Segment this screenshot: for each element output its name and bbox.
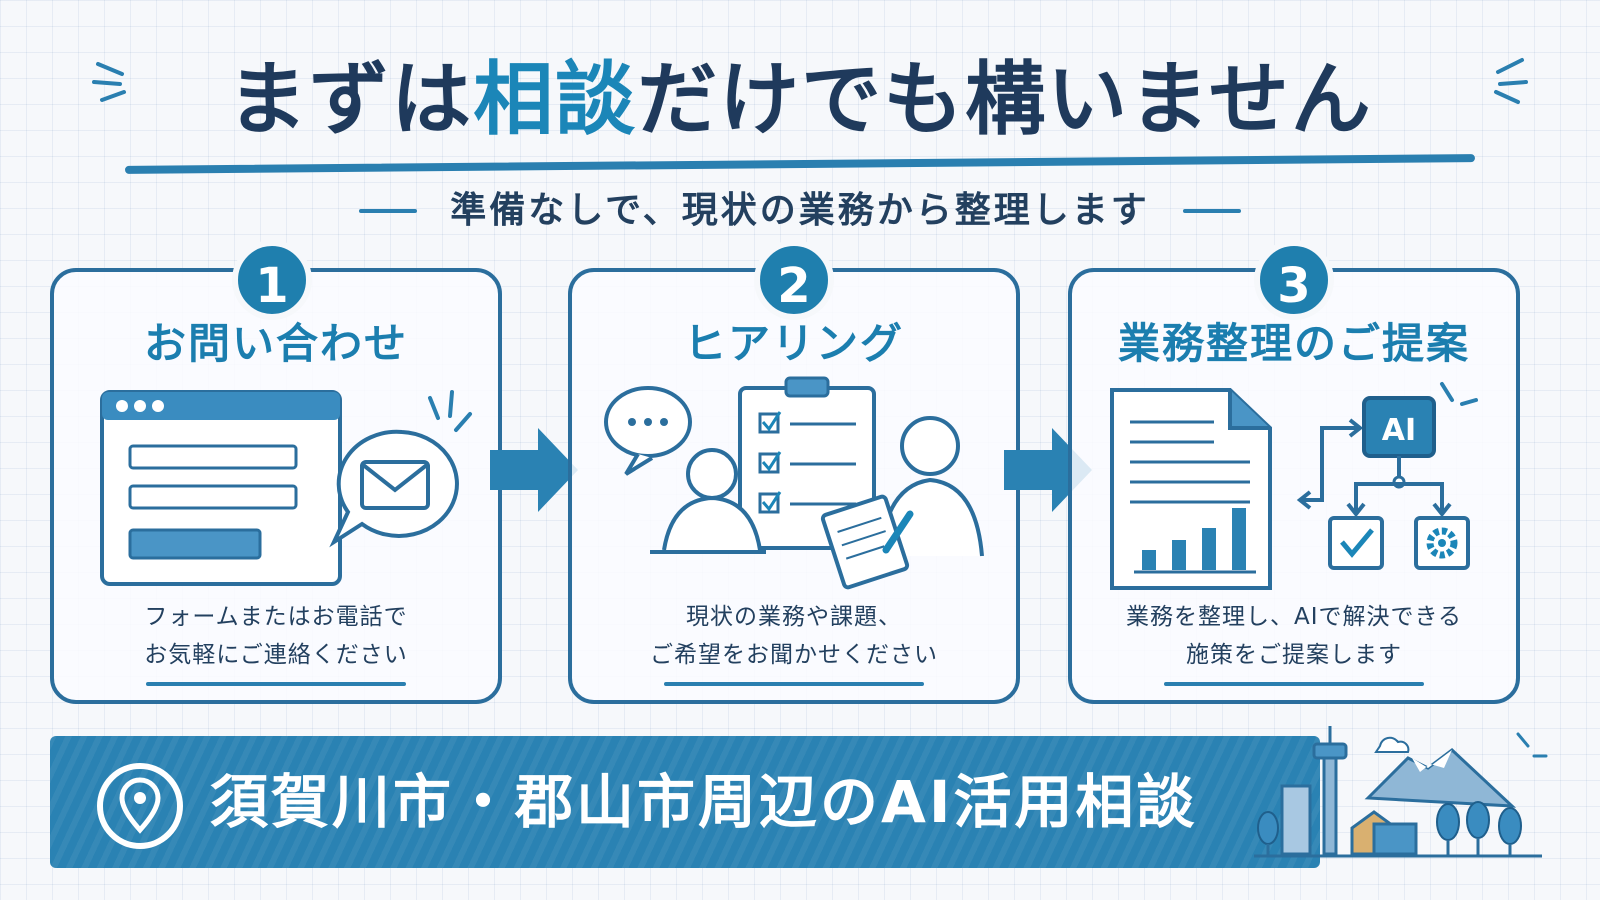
proposal-illustration: AI	[1110, 382, 1478, 590]
map-pin-icon	[97, 763, 183, 849]
step-underline-3	[1164, 682, 1424, 686]
title-part1: まずは	[227, 53, 474, 146]
step-number-2: 2	[754, 240, 834, 320]
step-card-2: ヒアリング 現状の業務や課題、 ご希望をお聞かせください	[568, 268, 1020, 704]
step-underline-2	[664, 682, 924, 686]
region-banner: 須賀川市・郡山市周辺のAI活用相談	[50, 736, 1320, 868]
page-title: まずは相談だけでも構いません	[0, 40, 1600, 160]
subtitle-dash-right	[1182, 208, 1241, 213]
step-title-1: お問い合わせ	[143, 319, 408, 368]
step-desc-3-line2: 施策をご提案します	[1186, 642, 1402, 668]
step-title-3: 業務整理のご提案	[1117, 319, 1470, 368]
sparkle-left-icon	[92, 62, 126, 102]
step-title-2: ヒアリング	[683, 319, 904, 368]
step-desc-1: フォームまたはお電話で お気軽にご連絡ください	[54, 598, 498, 674]
step-card-3: 業務整理のご提案 AI 業務を整理し、AIで解決できる 施	[1068, 268, 1520, 704]
subtitle-row: 準備なしで、現状の業務から整理します	[0, 180, 1600, 240]
step-desc-2: 現状の業務や課題、 ご希望をお聞かせください	[572, 598, 1016, 674]
ai-label: AI	[1382, 413, 1416, 448]
title-accent: 相談	[473, 53, 638, 146]
step-desc-2-line2: ご希望をお聞かせください	[650, 642, 938, 668]
subtitle: 準備なしで、現状の業務から整理します	[450, 189, 1150, 231]
city-mountain-illustration	[1254, 726, 1548, 858]
step-desc-2-line1: 現状の業務や課題、	[686, 604, 902, 630]
hearing-illustration	[604, 376, 984, 590]
subtitle-dash-left	[359, 208, 418, 213]
step-desc-1-line2: お気軽にご連絡ください	[144, 642, 408, 668]
step-number-3: 3	[1254, 240, 1334, 320]
arrow-right-icon	[490, 428, 578, 512]
title-part2: だけでも構いません	[637, 53, 1373, 146]
web-form-illustration	[100, 390, 472, 586]
step-desc-3-line1: 業務を整理し、AIで解決できる	[1125, 604, 1463, 630]
step-underline-1	[146, 682, 406, 686]
step-number-1: 1	[232, 240, 312, 320]
step-desc-3: 業務を整理し、AIで解決できる 施策をご提案します	[1072, 598, 1516, 674]
step-desc-1-line1: フォームまたはお電話で	[144, 604, 408, 630]
step-card-1: お問い合わせ フォームまたはお電話で お気軽にご連絡ください	[50, 268, 502, 704]
sparkle-right-icon	[1494, 58, 1528, 104]
banner-text: 須賀川市・郡山市周辺のAI活用相談	[210, 768, 1198, 836]
